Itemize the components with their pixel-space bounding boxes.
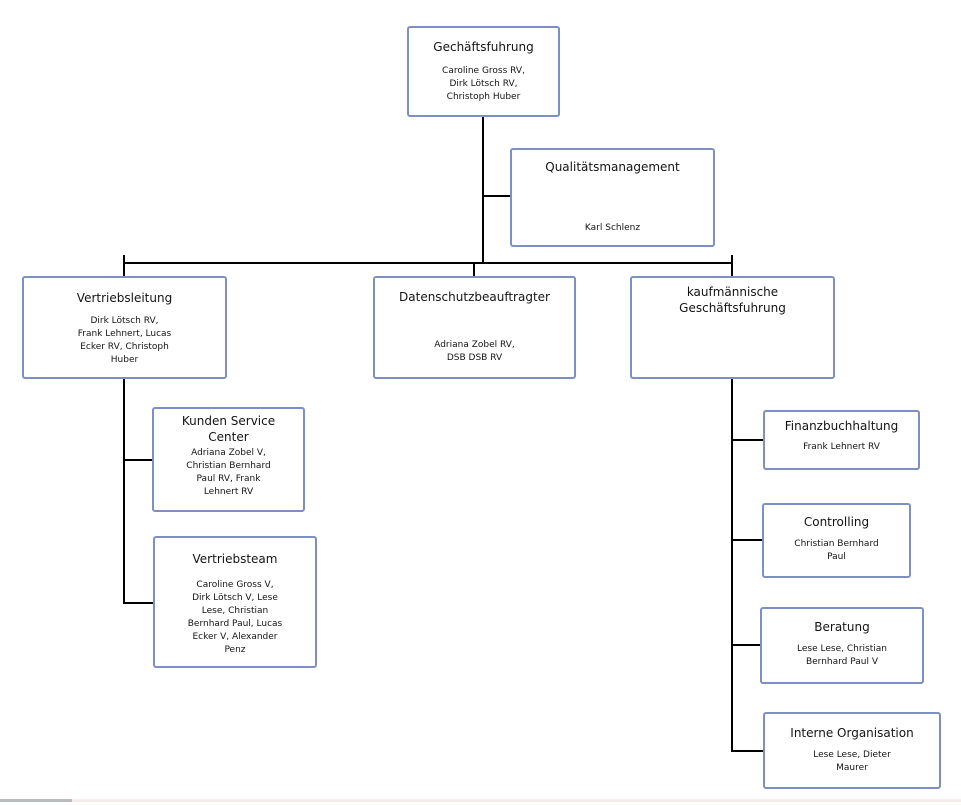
connector-stub-datenschutz xyxy=(473,262,475,276)
org-node-kunden-service-center[interactable]: Kunden Service Center Adriana Zobel V, C… xyxy=(152,407,305,512)
org-node-finanzbuchhaltung[interactable]: Finanzbuchhaltung Frank Lehnert RV xyxy=(763,410,920,470)
org-node-interne-organisation[interactable]: Interne Organisation Lese Lese, Dieter M… xyxy=(763,712,941,789)
org-node-geschaeftsfuhrung[interactable]: Gechäftsfuhrung Caroline Gross RV, Dirk … xyxy=(407,26,560,117)
connector-vertriebsteam xyxy=(123,602,153,604)
node-title: kaufmännische Geschäftsfuhrung xyxy=(679,285,786,315)
node-members: Christian Bernhard Paul xyxy=(794,538,879,562)
connector-level2-horizontal xyxy=(123,262,733,264)
node-title: Interne Organisation xyxy=(790,726,914,740)
node-title: Beratung xyxy=(814,620,870,634)
connector-kunden-service-center xyxy=(123,459,152,461)
node-members: Frank Lehnert RV xyxy=(803,441,880,452)
org-node-controlling[interactable]: Controlling Christian Bernhard Paul xyxy=(762,503,911,578)
connector-vertrieb-subtree-vertical xyxy=(123,379,125,604)
org-node-kaufmaennische-geschaeftsfuhrung[interactable]: kaufmännische Geschäftsfuhrung xyxy=(630,276,835,379)
connector-stub-vertriebsleitung xyxy=(123,255,125,276)
org-node-datenschutzbeauftragter[interactable]: Datenschutzbeauftragter Adriana Zobel RV… xyxy=(373,276,576,379)
connector-interne-organisation xyxy=(731,750,763,752)
node-members: Adriana Zobel RV, DSB DSB RV xyxy=(434,339,515,363)
org-node-vertriebsleitung[interactable]: Vertriebsleitung Dirk Lötsch RV, Frank L… xyxy=(22,276,227,379)
node-title: Datenschutzbeauftragter xyxy=(399,290,550,304)
connector-stub-kaufmaennische xyxy=(731,255,733,276)
connector-beratung xyxy=(731,644,760,646)
node-title: Controlling xyxy=(803,515,870,529)
node-members: Lese Lese, Christian Bernhard Paul V xyxy=(797,643,887,667)
connector-qualitaetsmanagement xyxy=(483,195,510,197)
node-title: Kunden Service Center xyxy=(181,414,276,444)
horizontal-scrollbar-track[interactable] xyxy=(0,799,961,802)
node-title: Vertriebsteam xyxy=(192,552,278,566)
node-title: Gechäftsfuhrung xyxy=(433,40,534,54)
connector-controlling xyxy=(731,539,762,541)
connector-finanzbuchhaltung xyxy=(731,439,763,441)
org-node-qualitaetsmanagement[interactable]: Qualitätsmanagement Karl Schlenz xyxy=(510,148,715,247)
node-title: Finanzbuchhaltung xyxy=(784,419,899,433)
node-members: Lese Lese, Dieter Maurer xyxy=(813,749,891,773)
node-title: Vertriebsleitung xyxy=(76,291,173,305)
node-members: Caroline Gross V, Dirk Lötsch V, Lese Le… xyxy=(187,579,283,655)
org-node-vertriebsteam[interactable]: Vertriebsteam Caroline Gross V, Dirk Löt… xyxy=(153,536,317,668)
horizontal-scrollbar-thumb[interactable] xyxy=(0,799,72,802)
node-members: Karl Schlenz xyxy=(584,222,641,233)
node-members: Caroline Gross RV, Dirk Lötsch RV, Chris… xyxy=(442,65,525,102)
node-members: Dirk Lötsch RV, Frank Lehnert, Lucas Eck… xyxy=(77,315,172,365)
connector-kaufm-subtree-vertical xyxy=(731,379,733,752)
connector-trunk-vertical xyxy=(482,117,484,264)
node-members: Adriana Zobel V, Christian Bernhard Paul… xyxy=(186,448,271,498)
org-node-beratung[interactable]: Beratung Lese Lese, Christian Bernhard P… xyxy=(760,607,924,684)
node-title: Qualitätsmanagement xyxy=(545,160,680,174)
